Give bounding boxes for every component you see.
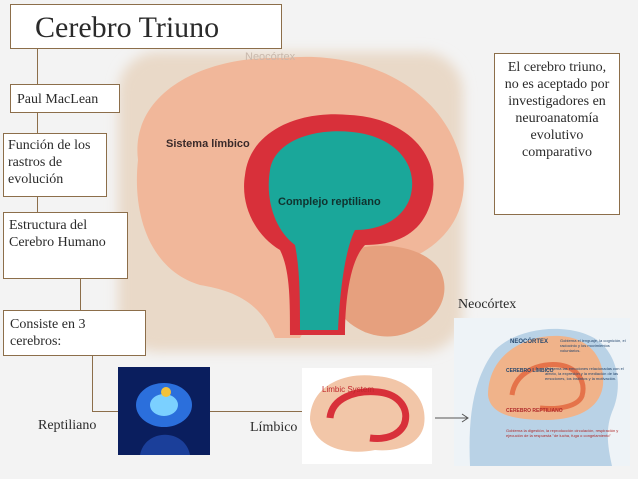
limbic-image: Limbic System <box>302 368 432 464</box>
estructura-text: Estructura del Cerebro Humano <box>9 218 106 250</box>
reptiliano-desc: Gobierna la digestión, la reproducción c… <box>506 428 619 438</box>
connector-to-limbico <box>210 411 302 412</box>
note-box: El cerebro triuno, no es aceptado por in… <box>494 53 620 215</box>
reptiliano-region-label: CEREBRO REPTILIANO <box>506 408 563 414</box>
arrow-limbico-neocortex <box>435 413 469 423</box>
connector-funcion-estructura <box>37 196 38 212</box>
connector-consiste-down <box>92 355 93 411</box>
complejo-reptiliano-label: Complejo reptiliano <box>278 196 381 208</box>
limbico-region-label: CEREBRO LÍMBICO <box>506 366 554 374</box>
neocortex-image: NEOCÓRTEX CEREBRO LÍMBICO CEREBRO REPTIL… <box>454 318 630 466</box>
page-title: Cerebro Triuno <box>35 11 220 44</box>
connector-estructura-consiste <box>80 278 81 310</box>
funcion-box: Función de los rastros de evolución <box>3 133 107 197</box>
title-box: Cerebro Triuno <box>10 4 282 49</box>
neocortex-label: Neocórtex <box>458 297 517 312</box>
author-name: Paul MacLean <box>17 92 99 107</box>
connector-to-reptiliano <box>92 411 120 412</box>
sistema-limbico-label: Sistema límbico <box>166 138 250 150</box>
connector-title-author <box>37 48 38 85</box>
connector-author-funcion <box>37 112 38 134</box>
consiste-box: Consiste en 3 cerebros: <box>3 310 146 356</box>
neocortex-region-label: NEOCÓRTEX <box>510 337 548 345</box>
reptiliano-label: Reptiliano <box>38 418 97 433</box>
main-watermark: Neocórtex <box>245 51 296 63</box>
reptiliano-image <box>118 367 210 455</box>
consiste-text: Consiste en 3 cerebros: <box>10 317 86 349</box>
author-box: Paul MacLean <box>10 84 120 113</box>
neocortex-desc: Gobierna el lenguaje, la cognición, el r… <box>560 338 626 353</box>
limbic-system-label: Limbic System <box>322 385 374 394</box>
brain-cerebellum-shape <box>332 245 445 337</box>
limbico-label: Límbico <box>250 420 298 435</box>
funcion-text: Función de los rastros de evolución <box>8 138 91 187</box>
note-text: El cerebro triuno, no es aceptado por in… <box>504 60 610 160</box>
reptilian-complex-shape <box>268 131 413 330</box>
limbico-desc: Gobierna las emociones relacionadas con … <box>545 366 624 381</box>
estructura-box: Estructura del Cerebro Humano <box>3 212 128 279</box>
